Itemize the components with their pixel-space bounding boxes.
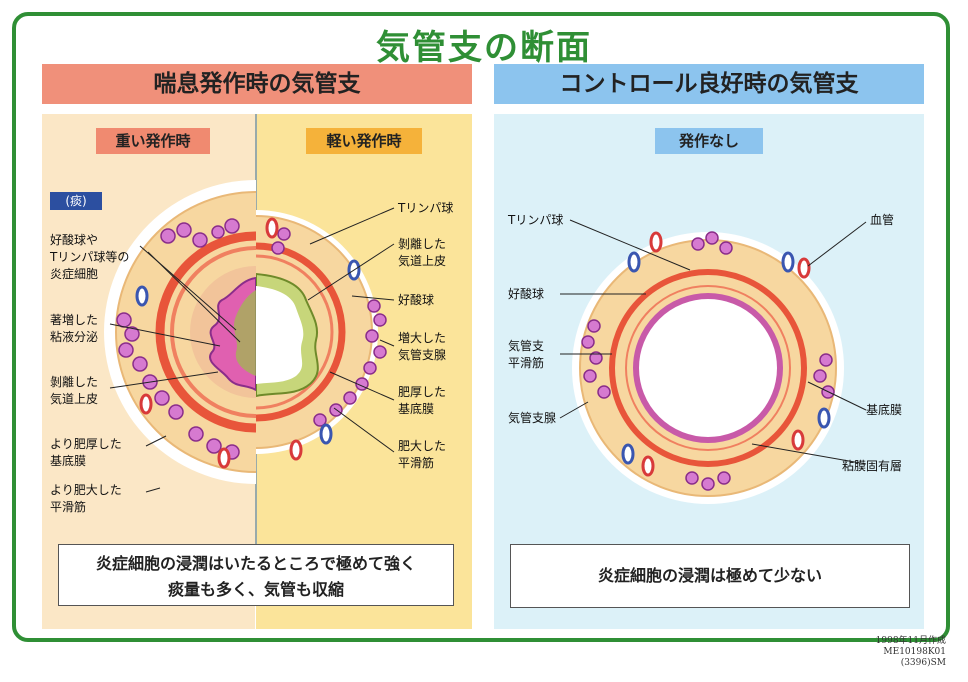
controlled-cross-section — [572, 231, 844, 504]
label-t-lymphocyte: Tリンパ球 — [508, 213, 564, 227]
label-inflammatory-cells: 好酸球や Tリンパ球等の 炎症細胞 — [50, 233, 130, 281]
label-t-lymphocyte-light: Tリンパ球 — [398, 201, 454, 215]
label-shed-epithelium-heavy: 剝離した 気道上皮 — [50, 375, 99, 406]
controlled-header: コントロール良好時の気管支 — [494, 64, 924, 104]
asthma-summary-box: 炎症細胞の浸潤はいたるところで極めて強く 痰量も多く、気管も収縮 — [58, 544, 454, 606]
light-attack-label: 軽い発作時 — [306, 128, 422, 154]
label-thickened-basement-membrane: 肥厚した 基底膜 — [398, 385, 447, 416]
no-attack-label: 発作なし — [655, 128, 763, 154]
label-hypertrophied-smooth-muscle: 肥大した 平滑筋 — [398, 439, 447, 470]
sputum-tag: (痰) — [50, 192, 102, 210]
page-title: 気管支の断面 — [376, 28, 592, 68]
label-bronchial-gland: 気管支腺 — [508, 411, 557, 425]
controlled-summary-box: 炎症細胞の浸潤は極めて少ない — [510, 544, 910, 608]
heavy-bronchial-glands — [116, 218, 240, 460]
label-larger-smooth-muscle: より肥大した 平滑筋 — [50, 483, 122, 514]
label-mucus-secretion: 著増した 粘液分泌 — [50, 313, 99, 344]
label-thicker-basement-membrane: より肥厚した 基底膜 — [50, 437, 122, 468]
leader-lines — [109, 207, 867, 493]
label-lamina-propria: 粘膜固有層 — [842, 459, 903, 473]
asthma-attack-header: 喘息発作時の気管支 — [42, 64, 472, 104]
heavy-attack-label: 重い発作時 — [96, 128, 210, 154]
label-enlarged-gland: 増大した 気管支腺 — [398, 331, 447, 362]
footer-code: 1998年11月作成 ME10198K01 (3396)SM — [875, 636, 946, 668]
label-shed-epithelium-light: 剝離した 気道上皮 — [398, 237, 447, 268]
label-eosinophil-light: 好酸球 — [398, 293, 435, 307]
asthma-blood-vessels — [135, 217, 361, 469]
label-blood-vessel: 血管 — [870, 213, 895, 227]
label-eosinophil: 好酸球 — [508, 287, 545, 301]
label-bronchial-smooth-muscle: 気管支 平滑筋 — [508, 339, 545, 370]
label-basement-membrane: 基底膜 — [866, 403, 903, 417]
